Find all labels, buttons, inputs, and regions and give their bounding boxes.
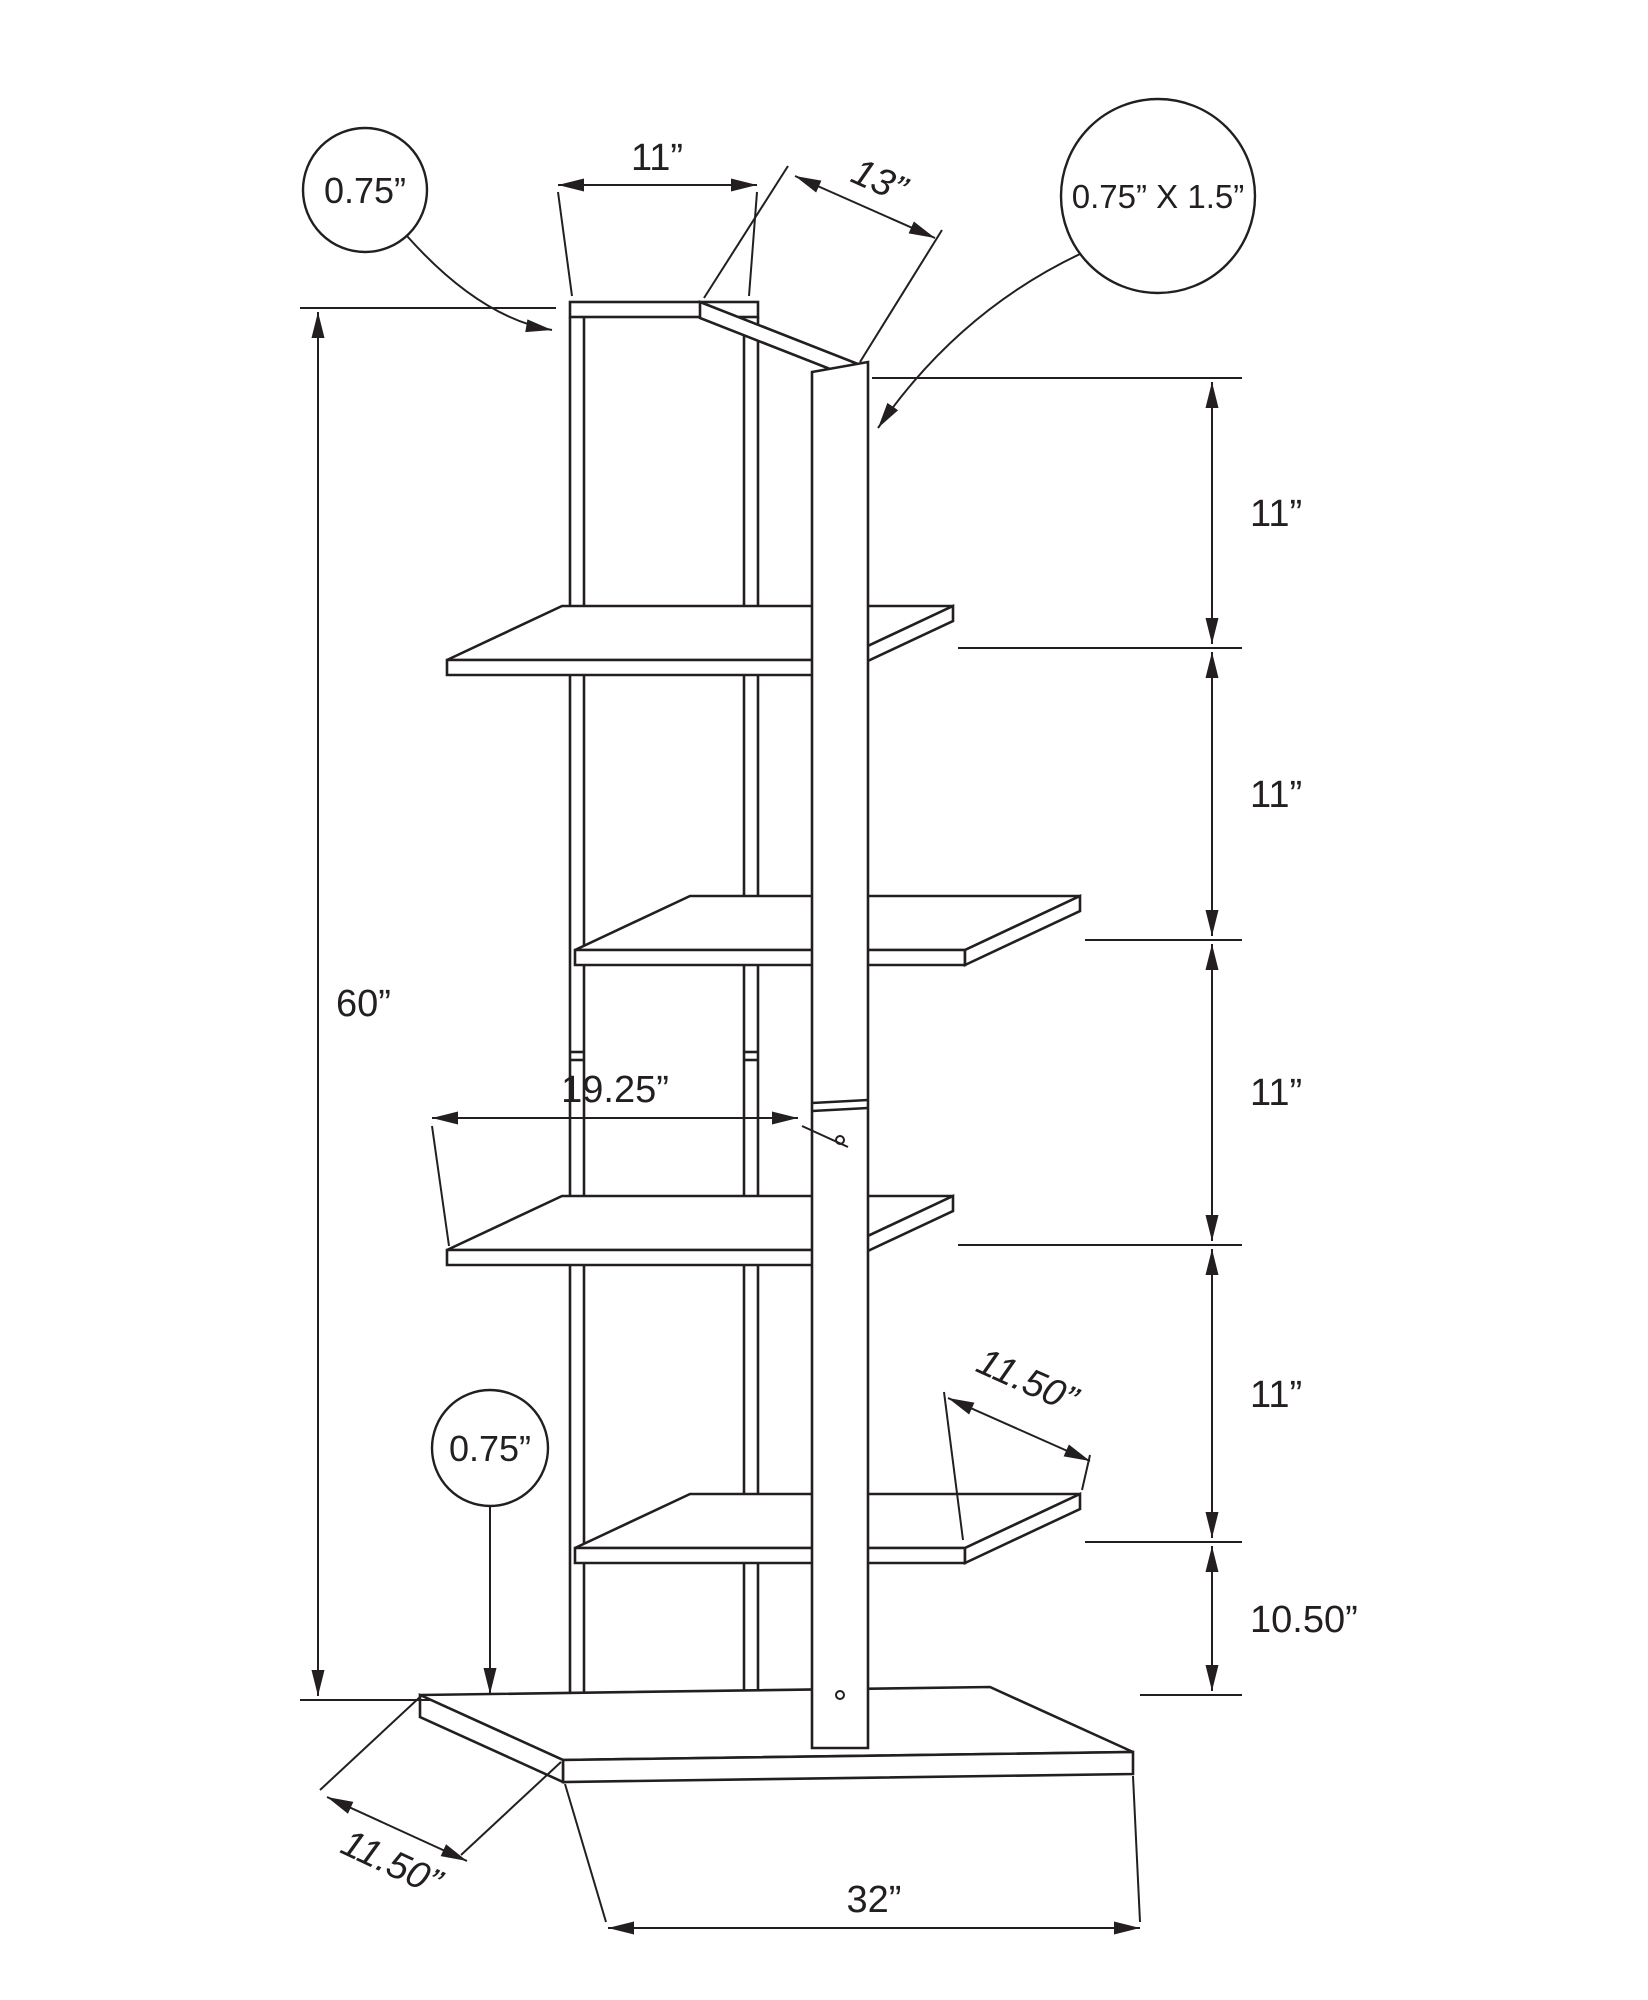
dim-label-base-width: 32” <box>847 1879 902 1921</box>
dim-label-shelf-width: 19.25” <box>561 1069 669 1111</box>
dim-label-gap-4: 11” <box>1250 1374 1302 1416</box>
dim-label-gap-3: 11” <box>1250 1072 1302 1114</box>
dim-label-base-depth: 11.50” <box>335 1822 450 1905</box>
dim-right-chain: 11” 11” 11” 11” 10.50” <box>872 377 1358 1696</box>
callout-circle <box>301 126 429 254</box>
post-body <box>810 360 870 1750</box>
callout-post-section: 0.75” X 1.5” <box>877 97 1257 429</box>
shelf-2-side <box>963 893 1082 968</box>
base-platform <box>418 1685 1135 1785</box>
callout-label-post-section: 0.75” X 1.5” <box>1072 178 1244 215</box>
dim-base-width: 32” <box>564 1775 1141 1935</box>
callout-label-base-thickness: 0.75” <box>449 1428 531 1469</box>
callout-label-frame-thickness: 0.75” <box>324 170 406 211</box>
shelf-2-front <box>573 948 967 967</box>
callout-base-thickness: 0.75” <box>430 1388 550 1694</box>
post-screw-hole <box>835 1690 845 1700</box>
shelf-3-front <box>445 1248 840 1267</box>
shelf-4-side <box>963 1491 1082 1566</box>
center-post <box>810 360 870 1750</box>
dim-label-gap-2: 11” <box>1250 774 1302 816</box>
dim-total-height: 60” <box>300 307 556 1701</box>
dim-label-frame-depth: 11” <box>631 137 683 179</box>
shelf-1-front <box>445 658 840 677</box>
base-left <box>418 1692 565 1785</box>
shelf-4-front <box>573 1546 967 1565</box>
dim-label-gap-bottom: 10.50” <box>1250 1599 1358 1641</box>
dim-label-gap-1: 11” <box>1250 493 1302 535</box>
callout-frame-thickness: 0.75” <box>301 126 553 333</box>
left-frame <box>568 300 760 1748</box>
shelf-1 <box>445 603 955 678</box>
callout-circle <box>1059 97 1257 295</box>
dim-label-shelf-depth: 11.50” <box>970 1341 1085 1423</box>
shelf-3 <box>445 1193 955 1268</box>
dim-shelf-width: 19.25” <box>431 1069 849 1247</box>
dim-frame-depth: 11” <box>557 137 758 297</box>
dim-label-total-height: 60” <box>336 983 391 1025</box>
